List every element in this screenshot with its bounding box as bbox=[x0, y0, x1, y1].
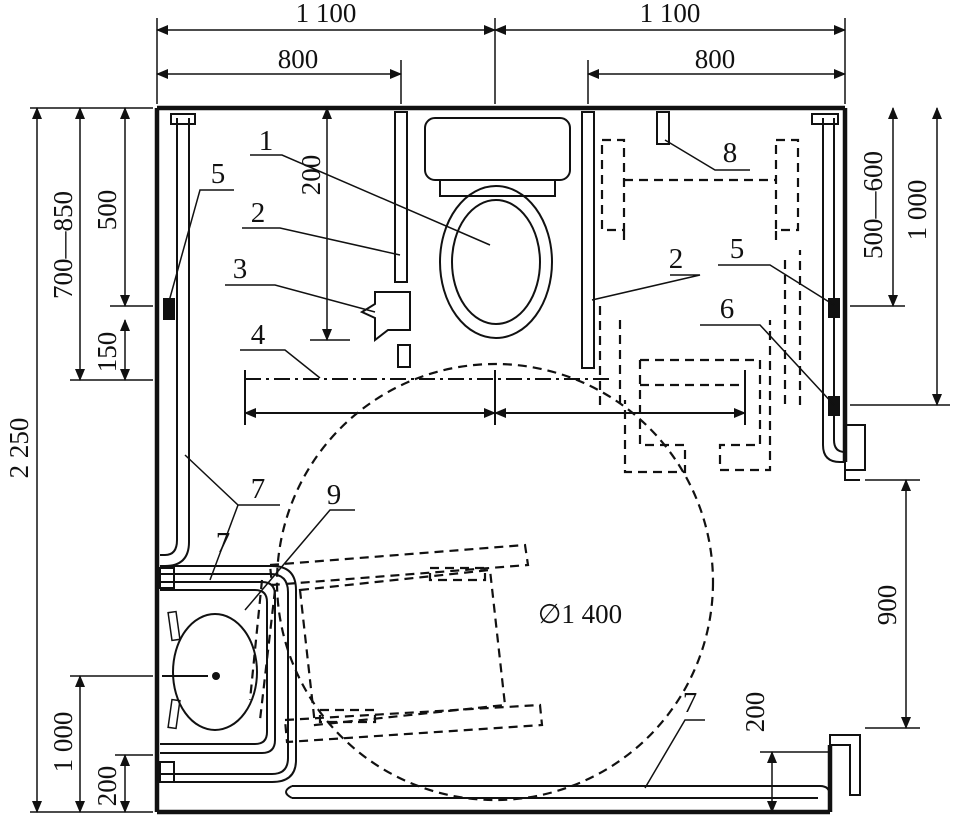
coat-hook bbox=[656, 111, 670, 145]
callout-9: 9 bbox=[327, 479, 342, 511]
callout-5-left: 5 bbox=[211, 158, 226, 190]
toilet bbox=[424, 117, 571, 339]
callout-2-left: 2 bbox=[251, 197, 266, 229]
left-call-button bbox=[163, 298, 175, 320]
room-walls bbox=[154, 105, 848, 815]
door-jamb-upper bbox=[844, 424, 866, 481]
toilet-grab-bar bbox=[359, 291, 411, 368]
callout-leaders bbox=[167, 139, 835, 789]
dim-left-b: 500 bbox=[92, 190, 122, 231]
callout-5-right: 5 bbox=[730, 233, 745, 265]
dim-top-right-inner: 800 bbox=[695, 44, 736, 74]
dim-top-left-outer: 1 100 bbox=[296, 0, 357, 28]
dim-turning-circle: ∅1 400 bbox=[538, 599, 622, 629]
callout-7-left: 7 bbox=[251, 473, 266, 505]
callout-2-right: 2 bbox=[669, 243, 684, 275]
left-vertical-grab-bar bbox=[160, 113, 196, 567]
dimension-lines bbox=[30, 18, 950, 813]
dim-left-c: 150 bbox=[92, 332, 122, 373]
dim-top-left-inner: 800 bbox=[278, 44, 319, 74]
wash-basin bbox=[160, 581, 276, 754]
dim-right-b: 1 000 bbox=[902, 180, 932, 241]
right-vertical-grab-bar bbox=[811, 113, 846, 463]
callout-6: 6 bbox=[720, 293, 735, 325]
door-jamb-lower bbox=[827, 734, 861, 812]
bottom-grab-bar bbox=[285, 785, 831, 800]
wheelchair-upper-dashed bbox=[598, 138, 802, 474]
callout-8: 8 bbox=[723, 137, 738, 169]
wheelchair-center-dashed bbox=[248, 543, 544, 744]
dim-left-e: 200 bbox=[92, 766, 122, 807]
partition-left bbox=[394, 111, 408, 283]
emergency-call-line bbox=[244, 370, 746, 425]
callout-7-bottom: 7 bbox=[683, 687, 698, 719]
dim-left-total: 2 250 bbox=[4, 418, 34, 479]
callout-3: 3 bbox=[233, 253, 248, 285]
callout-1: 1 bbox=[259, 125, 274, 157]
dim-right-a: 500—600 bbox=[858, 151, 888, 259]
dim-right-c: 900 bbox=[872, 585, 902, 626]
dim-top-right-outer: 1 100 bbox=[640, 0, 701, 28]
dim-left-a: 700—850 bbox=[48, 191, 78, 299]
callout-7-basin: 7 bbox=[216, 527, 231, 559]
callout-4: 4 bbox=[251, 319, 266, 351]
dim-left-d: 1 000 bbox=[48, 712, 78, 773]
dim-mid-vertical: 200 bbox=[296, 155, 326, 196]
dim-right-d: 200 bbox=[740, 692, 770, 733]
partition-right bbox=[581, 111, 595, 369]
turning-circle bbox=[275, 362, 715, 802]
